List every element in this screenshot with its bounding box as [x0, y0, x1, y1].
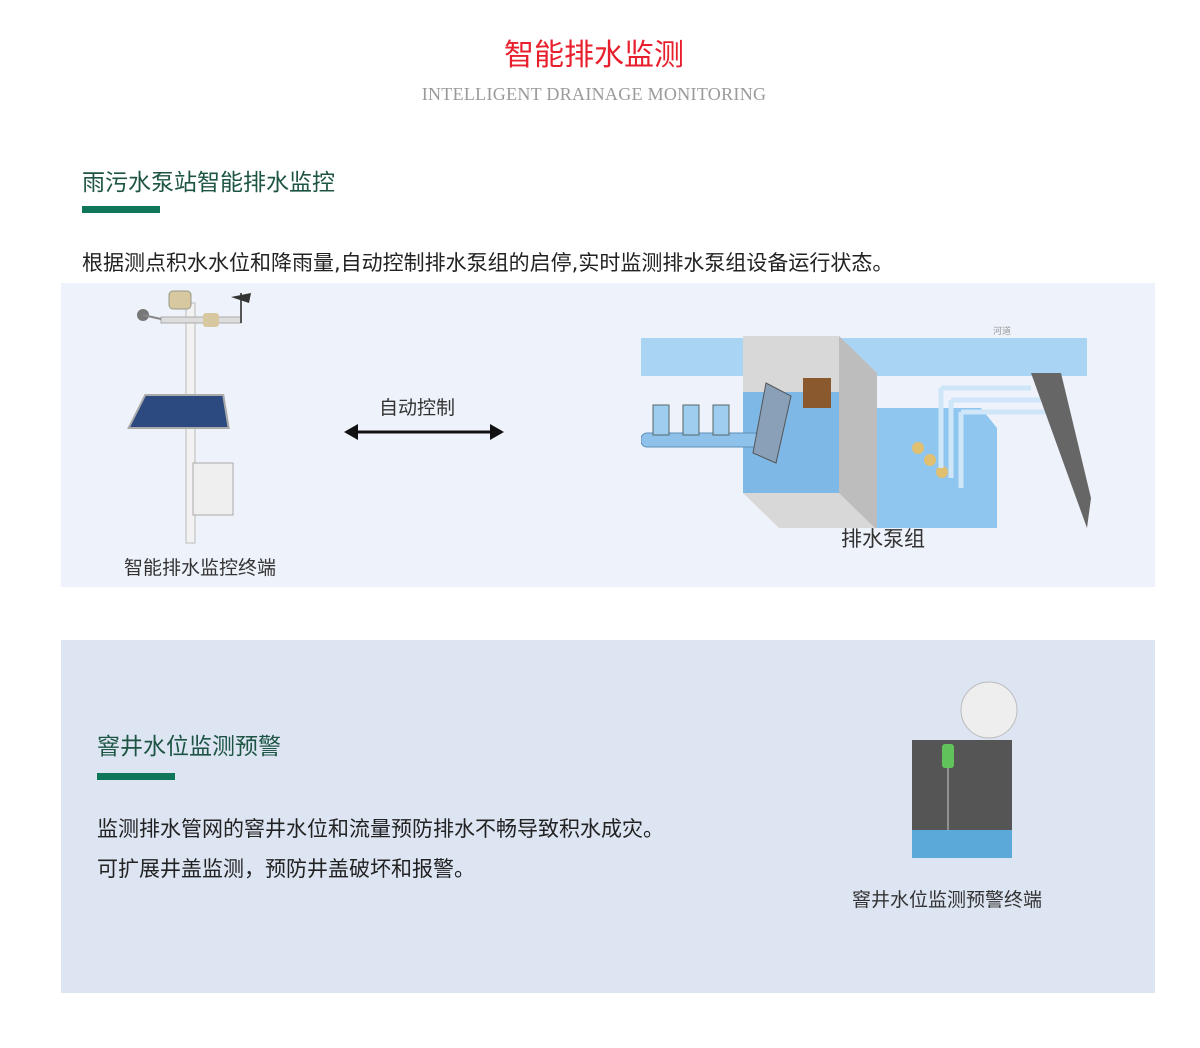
section2-panel: 窨井水位监测预警 监测排水管网的窨井水位和流量预防排水不畅导致积水成灾。 可扩展…: [61, 640, 1155, 993]
river-label: 河道: [993, 325, 1011, 337]
page-title: 智能排水监测: [504, 38, 684, 73]
section2-description-line1: 监测排水管网的窨井水位和流量预防排水不畅导致积水成灾。: [97, 817, 664, 841]
bidirectional-arrow-icon: [344, 424, 504, 440]
page-subtitle: INTELLIGENT DRAINAGE MONITORING: [421, 84, 767, 104]
device-caption: 窨井水位监测预警终端: [852, 889, 1043, 911]
section1-accent-bar: [82, 206, 160, 213]
section2-heading: 窨井水位监测预警: [97, 734, 281, 760]
monitoring-terminal-image: [127, 290, 251, 544]
section2-description-line2: 可扩展井盖监测，预防井盖破坏和报警。: [97, 857, 475, 881]
terminal-caption: 智能排水监控终端: [124, 557, 277, 579]
section1-panel: 智能排水监控终端 自动控制 河道 排水泵组: [61, 283, 1155, 587]
section1-description: 根据测点积水水位和降雨量,自动控制排水泵组的启停,实时监测排水泵组设备运行状态。: [82, 251, 894, 275]
section1-heading: 雨污水泵站智能排水监控: [82, 170, 335, 196]
pump-station-diagram: 河道: [641, 325, 1091, 528]
pump-caption: 排水泵组: [841, 527, 925, 551]
manhole-device-image: [912, 681, 1018, 858]
section2-accent-bar: [97, 773, 175, 780]
arrow-label: 自动控制: [379, 397, 456, 419]
